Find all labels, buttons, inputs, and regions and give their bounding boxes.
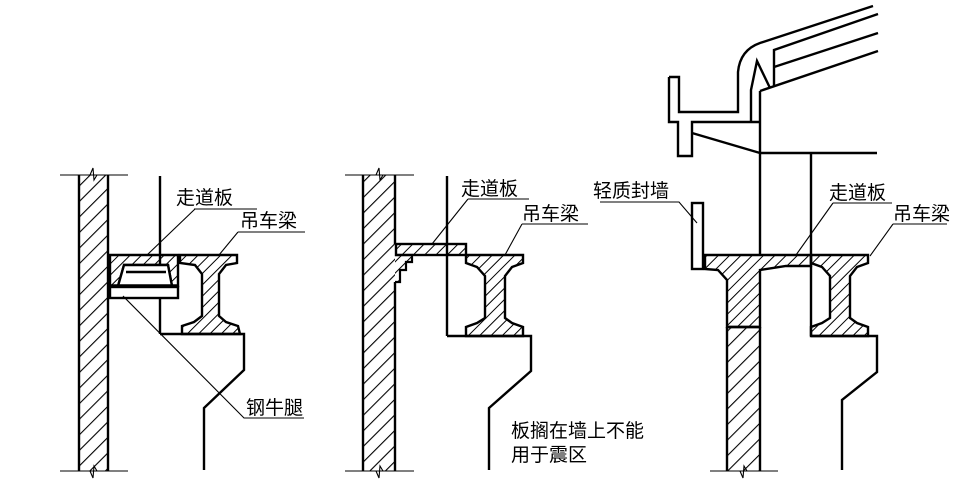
label-crane-beam: 吊车梁 — [893, 203, 950, 225]
walkway-slab — [703, 253, 813, 329]
label-crane-beam: 吊车梁 — [522, 203, 579, 225]
walkway-slab — [394, 242, 468, 257]
roof-gutter — [667, 4, 879, 255]
label-crane-beam: 吊车梁 — [240, 210, 297, 232]
break-mark-icon — [739, 464, 748, 479]
label-light-wall: 轻质封墙 — [593, 180, 669, 202]
crane-beam — [464, 253, 525, 338]
detail-1: 走道板 吊车梁 钢牛腿 — [60, 167, 305, 479]
break-mark-icon — [89, 464, 98, 479]
label-walkway-slab: 走道板 — [461, 178, 518, 200]
label-steel-bracket: 钢牛腿 — [246, 397, 303, 419]
break-mark-icon — [375, 167, 384, 182]
crane-beam — [809, 253, 870, 338]
break-mark-icon — [89, 167, 98, 182]
break-mark-icon — [375, 464, 384, 479]
steel-bracket — [108, 284, 180, 300]
detail-3: 轻质封墙 走道板 吊车梁 — [593, 4, 950, 479]
column-outline — [811, 334, 879, 470]
label-walkway-slab: 走道板 — [176, 187, 233, 209]
wall-section — [60, 167, 128, 479]
wall-section — [345, 167, 414, 479]
note-line-1: 板搁在墙上不能 — [511, 420, 644, 442]
light-wall-panel — [690, 201, 705, 271]
crane-beam — [178, 253, 242, 336]
column-section — [710, 325, 778, 479]
walkway-slab — [108, 253, 180, 288]
detail-2: 走道板 吊车梁 板搁在墙上不能 用于震区 — [345, 167, 644, 479]
note-line-2: 用于震区 — [511, 444, 587, 466]
label-walkway-slab: 走道板 — [829, 182, 886, 204]
